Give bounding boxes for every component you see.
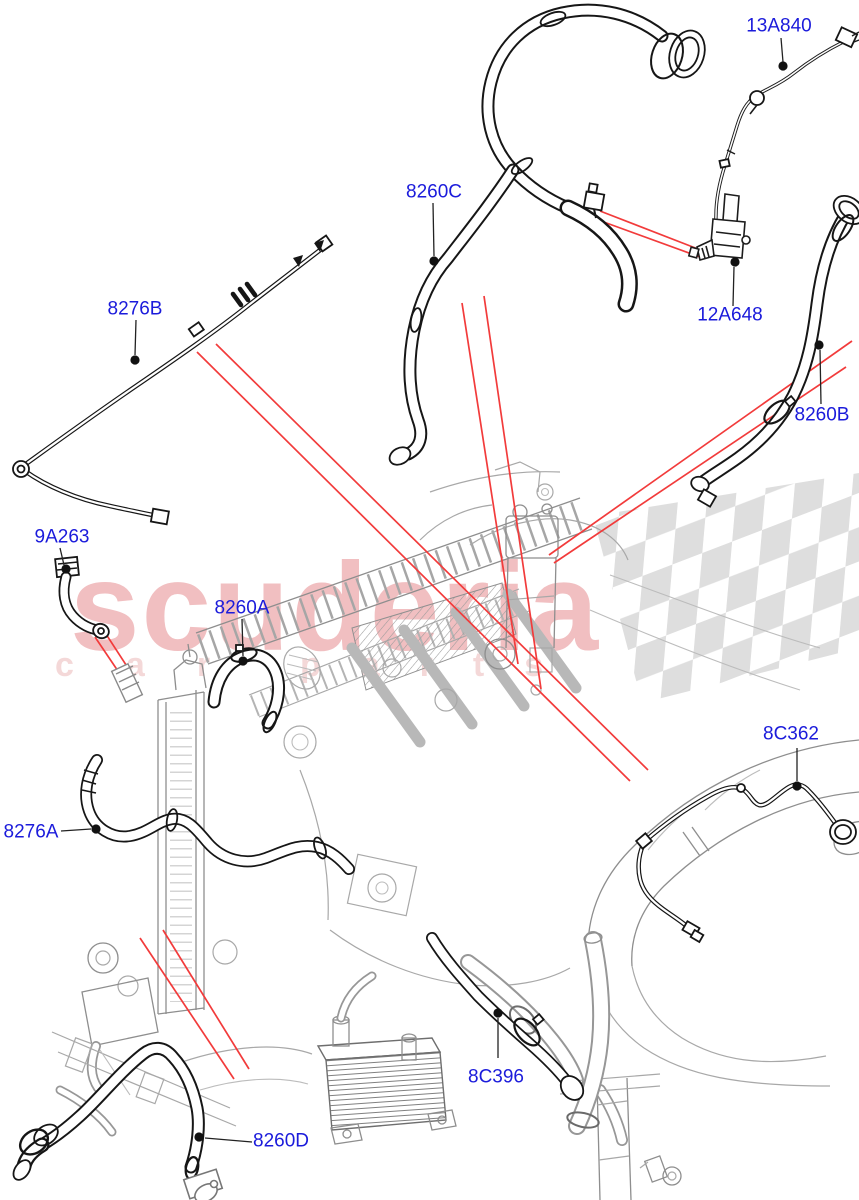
part-label-8260A[interactable]: 8260A bbox=[214, 597, 270, 619]
part-label-9A263[interactable]: 9A263 bbox=[34, 526, 90, 548]
part-8C396-hose bbox=[426, 932, 585, 1101]
part-label-8C362[interactable]: 8C362 bbox=[763, 723, 819, 745]
part-label-8C396[interactable]: 8C396 bbox=[468, 1066, 524, 1088]
part-8260B-hose bbox=[690, 194, 859, 508]
part-label-8276A[interactable]: 8276A bbox=[3, 821, 59, 843]
lower-bracket bbox=[559, 931, 682, 1200]
part-13A840-harness bbox=[712, 26, 859, 233]
part-label-12A648[interactable]: 12A648 bbox=[697, 304, 763, 326]
part-12A648-valve bbox=[687, 193, 751, 262]
part-8260D-hose bbox=[12, 1041, 224, 1200]
part-label-8260C[interactable]: 8260C bbox=[406, 181, 462, 203]
part-label-8260D[interactable]: 8260D bbox=[253, 1130, 309, 1152]
part-label-8260B[interactable]: 8260B bbox=[794, 404, 850, 426]
part-8260C-hose bbox=[388, 3, 706, 466]
thermostat-housing bbox=[505, 503, 559, 673]
checkered-flag-watermark bbox=[593, 473, 859, 703]
oil-cooler bbox=[316, 971, 457, 1145]
part-8276A-hose bbox=[80, 754, 355, 875]
label-leader-lines bbox=[59, 37, 824, 1143]
engine-line-art bbox=[51, 461, 859, 1200]
part-label-13A840[interactable]: 13A840 bbox=[746, 15, 812, 37]
part-label-8276B[interactable]: 8276B bbox=[107, 298, 163, 320]
part-8C362-pipe bbox=[634, 782, 857, 944]
part-8276B-pipe bbox=[12, 234, 334, 526]
